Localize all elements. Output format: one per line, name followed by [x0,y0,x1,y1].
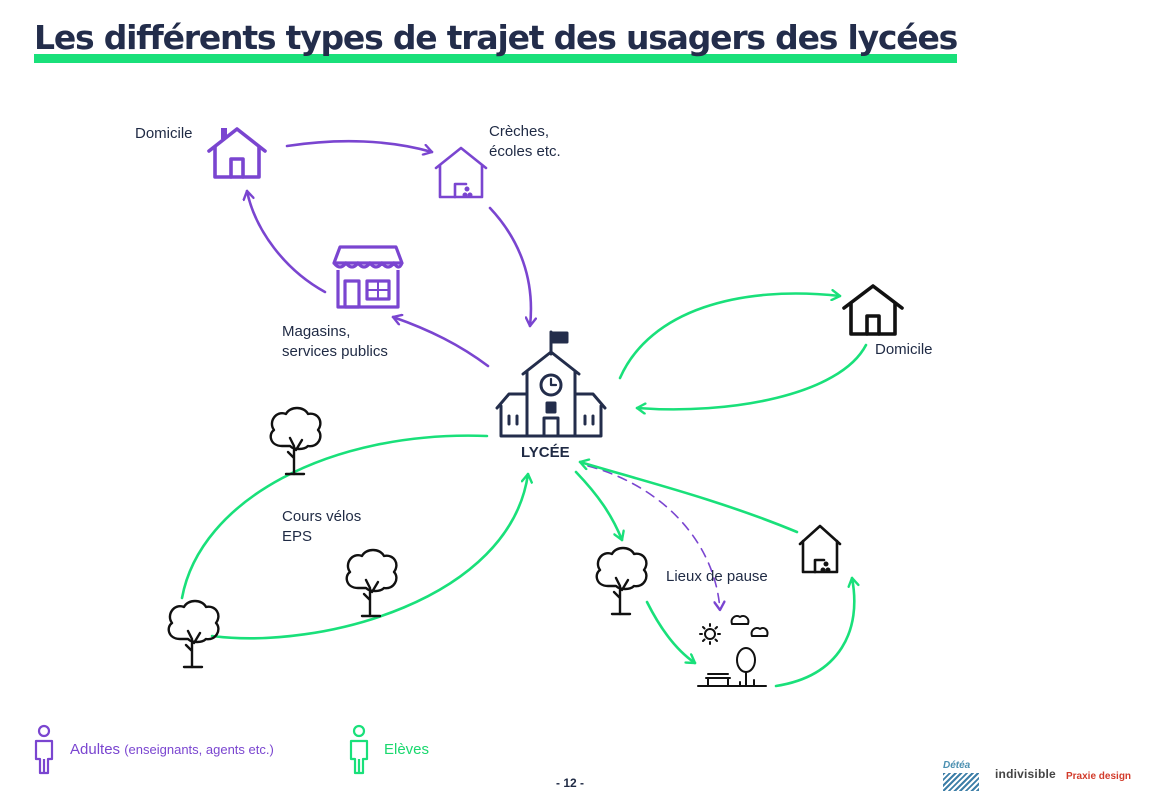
park-icon [697,614,769,687]
logo-detea-mark [943,773,979,791]
house-icon [798,524,842,574]
house-icon [207,127,267,179]
label-creches: Crèches, écoles etc. [489,122,561,162]
label-lieux-pause: Lieux de pause [666,568,768,585]
label-lycee: LYCÉE [521,444,570,461]
legend-students: Elèves [384,741,429,758]
label-cours-line1: Cours vélos [282,508,362,525]
legend-adults-detail: (enseignants, agents etc.) [124,742,274,757]
legend-students-label: Elèves [384,741,430,758]
logo-detea-text: Détéa [943,760,971,771]
person-icon [349,724,369,775]
label-magasins: Magasins, services publics [282,322,388,362]
page-title: Les différents types de trajet des usage… [34,18,958,57]
label-creches-line1: Crèches, [489,123,550,140]
path-lycee-to-field [180,434,489,600]
path-tree-to-park [645,600,697,665]
legend-adults: Adultes (enseignants, agents etc.) [70,741,274,758]
logo-praxie: Praxie design [1066,771,1132,782]
path-home-to-creche [285,139,434,152]
path-house-to-lycee [578,462,799,534]
school-icon [495,330,607,438]
title-underline [34,54,958,63]
path-home-to-lycee [635,343,868,409]
page-number: - 12 - [556,776,585,790]
path-shop-to-home [247,189,327,294]
label-domicile-student: Domicile [875,341,933,358]
title-block: Les différents types de trajet des usage… [34,18,958,63]
label-domicile-adult: Domicile [135,125,193,142]
legend-adults-label: Adultes [70,741,121,758]
tree-icon [269,406,322,476]
label-cours-velos: Cours vélos EPS [282,507,361,547]
path-lycee-to-tree [574,470,622,542]
path-park-to-house [774,576,854,688]
path-lycee-to-home [618,294,842,380]
label-magasins-line1: Magasins, [282,323,351,340]
house-icon [842,284,904,336]
path-lycee-to-pause-dashed [587,465,720,610]
person-icon [34,724,54,775]
house-icon [434,146,488,199]
shop-icon [332,245,404,309]
path-creche-to-lycee [488,206,531,328]
label-creches-line2: écoles etc. [489,143,561,160]
tree-icon [167,599,220,669]
logo-detea: Détéa [943,760,983,796]
logo-indivisible: indivisible [995,767,1056,781]
path-field-to-lycee [210,472,528,640]
tree-icon [595,546,648,616]
label-cours-line2: EPS [282,528,313,545]
path-lycee-to-shop [391,317,490,368]
label-magasins-line2: services publics [282,343,388,360]
tree-icon [345,548,398,618]
